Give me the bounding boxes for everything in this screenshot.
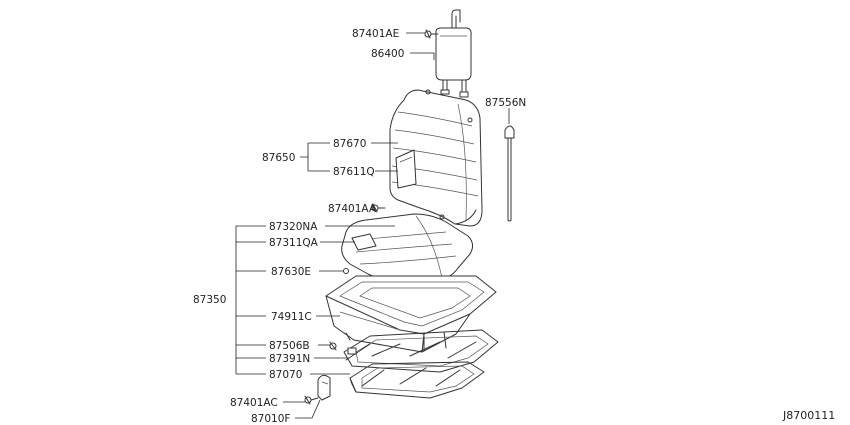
- part-87506B-drawing: [329, 332, 351, 351]
- label-87630E: 87630E: [271, 266, 311, 278]
- seat-pan-drawing: [325, 275, 497, 353]
- label-87320NA: 87320NA: [269, 221, 318, 233]
- label-87611Q: 87611Q: [333, 166, 375, 178]
- leader-lines: [235, 32, 510, 419]
- label-87401AC: 87401AC: [230, 397, 278, 409]
- label-74911C: 74911C: [271, 311, 312, 323]
- label-87670: 87670: [333, 138, 366, 150]
- label-87506B: 87506B: [269, 340, 310, 352]
- seatback-drawing: [389, 89, 483, 227]
- label-87401AA: 87401AA: [328, 203, 377, 215]
- clip-87401AE-drawing: [424, 29, 439, 39]
- label-87391N: 87391N: [269, 353, 310, 365]
- label-87070: 87070: [269, 369, 302, 381]
- headrest-drawing: [435, 9, 472, 98]
- clip-87401AA-drawing: [371, 203, 386, 213]
- cover-87010F-drawing: [304, 374, 331, 405]
- label-86400: 86400: [371, 48, 404, 60]
- part-87630E-drawing: [343, 268, 349, 274]
- label-87311QA: 87311QA: [269, 237, 319, 249]
- label-87650: 87650: [262, 152, 295, 164]
- label-87556N: 87556N: [485, 97, 526, 109]
- seat-cushion-drawing: [341, 213, 474, 283]
- label-87350: 87350: [193, 294, 226, 306]
- label-87010F: 87010F: [251, 413, 290, 425]
- part-labels: 87401AE 86400 87556N 87670 87650 87611Q …: [193, 28, 835, 425]
- seat-frame-drawing: [343, 329, 499, 399]
- diagram-reference-code: J8700111: [782, 409, 835, 422]
- label-87401AE: 87401AE: [352, 28, 399, 40]
- rod-87556N-drawing: [504, 125, 515, 222]
